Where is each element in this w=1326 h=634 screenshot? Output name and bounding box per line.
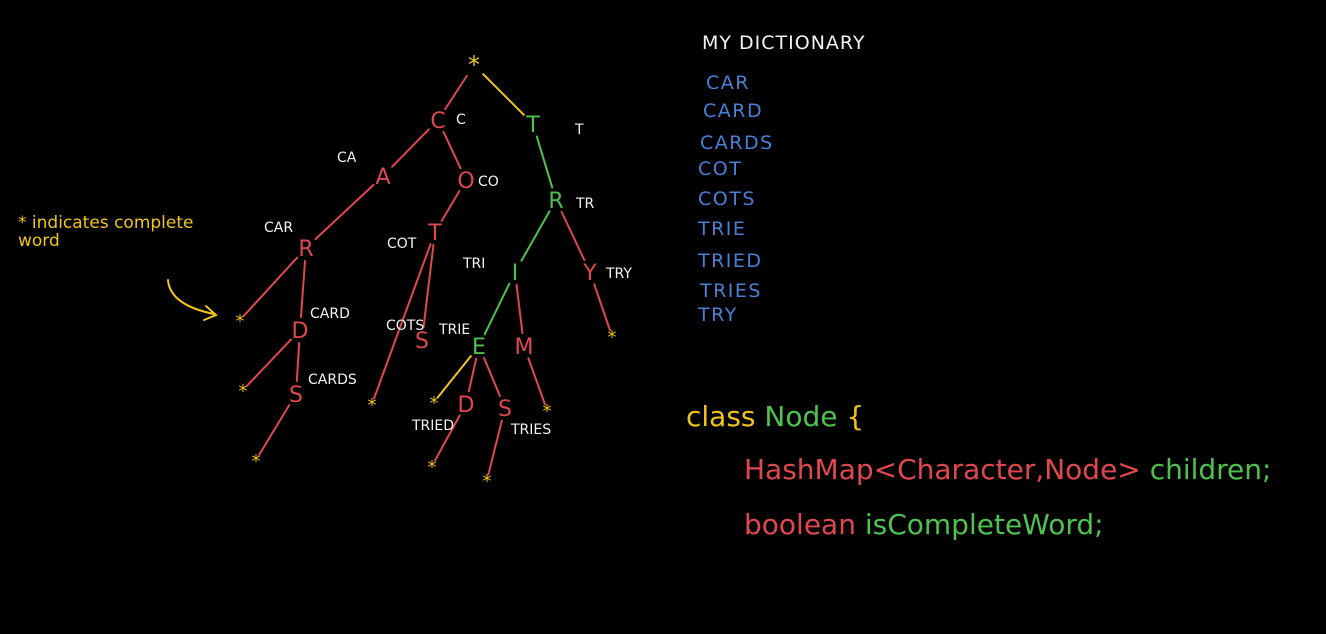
code-line-class: class Node {: [686, 400, 864, 433]
dictionary-word: CARDS: [700, 132, 774, 154]
legend-note: * indicates complete word: [18, 213, 194, 251]
boolean-type: boolean: [744, 508, 856, 541]
trie-node-S3: S: [498, 397, 512, 422]
prefix-label: TR: [575, 196, 595, 212]
trie-edge: [593, 283, 612, 332]
prefix-label: COTS: [386, 318, 424, 334]
trie-node-E: E: [472, 335, 486, 360]
prefix-label: TRIED: [411, 418, 454, 434]
trie-edge: [295, 341, 301, 383]
dictionary-word: CAR: [706, 72, 750, 94]
trie-edge: [527, 357, 546, 406]
dictionary-word: TRIED: [698, 250, 763, 272]
complete-word-star: *: [239, 381, 248, 402]
prefix-label: TRY: [605, 266, 632, 282]
prefix-label: CARD: [310, 306, 350, 322]
hashmap-type: HashMap<Character,Node>: [744, 453, 1141, 486]
trie-edge: [433, 414, 461, 462]
trie-edge: [422, 243, 435, 329]
prefix-label: TRIE: [438, 322, 470, 338]
trie-node-S1: S: [289, 383, 303, 408]
class-name: Node: [764, 400, 838, 433]
dictionary-word: TRIE: [698, 218, 747, 240]
dictionary-word: TRIES: [700, 280, 762, 302]
trie-edge: [487, 419, 503, 476]
trie-node-C: C: [430, 109, 445, 134]
trie-edge: [440, 190, 461, 222]
prefix-label: COT: [387, 236, 417, 252]
complete-word-field: isCompleteWord;: [864, 508, 1104, 541]
complete-word-star: *: [428, 457, 437, 478]
trie-edge: [482, 73, 525, 116]
trie-edge: [467, 357, 478, 393]
dictionary-word: TRY: [698, 304, 738, 326]
trie-edge: [373, 243, 432, 400]
complete-word-star: *: [608, 327, 617, 348]
trie-edge: [436, 355, 472, 399]
prefix-label: CARDS: [308, 372, 357, 388]
trie-edge: [442, 130, 462, 170]
trie-node-T2: T: [427, 221, 442, 246]
prefix-label: T: [574, 122, 584, 138]
trie-edge: [535, 135, 554, 189]
trie-node-R2: R: [548, 189, 563, 214]
trie-edge: [314, 183, 375, 241]
trie-node-O: O: [457, 169, 474, 194]
trie-node-I: I: [512, 261, 519, 286]
trie-node-S2: S: [415, 329, 429, 354]
class-keyword: class: [686, 400, 756, 433]
trie-edge: [258, 404, 291, 456]
trie-edge: [243, 256, 299, 317]
trie-node-T: T: [525, 113, 540, 138]
dictionary-word: COT: [698, 158, 743, 180]
dictionary-title: MY DICTIONARY: [702, 32, 866, 54]
arrow-icon: [167, 279, 218, 321]
complete-word-star: *: [252, 451, 261, 472]
trie-node-D1: D: [292, 319, 309, 344]
prefix-label: C: [456, 112, 466, 128]
complete-word-star: *: [483, 471, 492, 492]
complete-word-star: *: [236, 311, 245, 332]
trie-node-A: A: [375, 165, 390, 190]
prefix-label: TRIES: [510, 422, 551, 438]
code-line-children: HashMap<Character,Node> children;: [744, 453, 1271, 486]
trie-node-M: M: [515, 335, 534, 360]
prefix-label: CO: [478, 174, 499, 190]
prefix-label: CAR: [264, 220, 293, 236]
root-star: *: [468, 51, 480, 79]
prefix-label: TRI: [462, 256, 485, 272]
trie-edge: [483, 282, 511, 336]
trie-edge: [299, 259, 307, 319]
dictionary-word: CARD: [703, 100, 764, 122]
dictionary-word: COTS: [698, 188, 756, 210]
code-line-complete: boolean isCompleteWord;: [744, 508, 1104, 541]
complete-word-star: *: [543, 401, 552, 422]
trie-edge: [246, 338, 293, 387]
trie-edge: [515, 283, 524, 335]
trie-edge: [483, 356, 501, 398]
trie-edge: [560, 210, 586, 262]
children-field: children;: [1149, 453, 1272, 486]
trie-node-D2: D: [458, 393, 475, 418]
prefix-label: CA: [337, 150, 357, 166]
trie-node-R1: R: [298, 237, 313, 262]
complete-word-star: *: [430, 393, 439, 414]
complete-word-star: *: [368, 395, 377, 416]
trie-edge: [520, 210, 551, 262]
trie-edge: [391, 128, 430, 168]
open-brace: {: [846, 400, 865, 433]
trie-node-Y: Y: [582, 261, 597, 286]
trie-edge: [444, 74, 468, 111]
